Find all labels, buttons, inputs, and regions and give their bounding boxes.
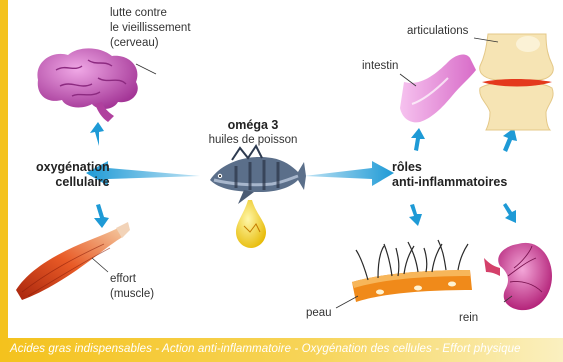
omega3-title: oméga 3 — [198, 118, 308, 133]
muscle-leader — [92, 258, 108, 272]
brain-label: lutte contre le vieillissement (cerveau) — [110, 6, 191, 51]
arrow-to-anti-inflammatory — [304, 161, 394, 186]
arrow-down-muscle — [94, 204, 109, 228]
arrow-down-peau — [409, 204, 422, 226]
footer-band: Acides gras indispensables - Action anti… — [0, 338, 563, 362]
oil-drop-icon — [236, 200, 266, 248]
rein-label: rein — [459, 311, 478, 326]
arrow-up-articulations — [503, 128, 517, 152]
muscle-label-line1: effort — [110, 272, 154, 287]
anti-inflammatory-line2: anti-inflammatoires — [392, 175, 507, 190]
articulations-label: articulations — [407, 24, 468, 39]
center-label: oméga 3 huiles de poisson — [198, 118, 308, 148]
arrow-up-intestin — [411, 128, 425, 151]
peau-label: peau — [306, 306, 332, 321]
oxygenation-label: oxygénation cellulaire — [36, 160, 110, 190]
fish-icon — [210, 146, 306, 204]
brain-label-line3: (cerveau) — [110, 36, 191, 51]
muscle-label: effort (muscle) — [110, 272, 154, 302]
oxygenation-line2: cellulaire — [36, 175, 110, 190]
brain-label-line1: lutte contre — [110, 6, 191, 21]
anti-inflammatory-label: rôles anti-inflammatoires — [392, 160, 507, 190]
arrow-down-rein — [503, 203, 516, 223]
intestine-icon — [400, 55, 476, 123]
peau-leader — [336, 296, 358, 308]
intestin-label: intestin — [362, 59, 398, 74]
brain-leader — [136, 64, 156, 74]
joint-icon — [480, 34, 554, 130]
kidney-icon — [484, 243, 552, 310]
muscle-label-line2: (muscle) — [110, 287, 154, 302]
brain-label-line2: le vieillissement — [110, 21, 191, 36]
anti-inflammatory-line1: rôles — [392, 160, 507, 175]
oxygenation-line1: oxygénation — [36, 160, 110, 175]
footer-text: Acides gras indispensables - Action anti… — [10, 343, 521, 355]
omega3-subtitle: huiles de poisson — [198, 133, 308, 148]
brain-icon — [37, 48, 137, 122]
skin-icon — [352, 240, 472, 302]
arrow-up-brain — [90, 122, 104, 146]
